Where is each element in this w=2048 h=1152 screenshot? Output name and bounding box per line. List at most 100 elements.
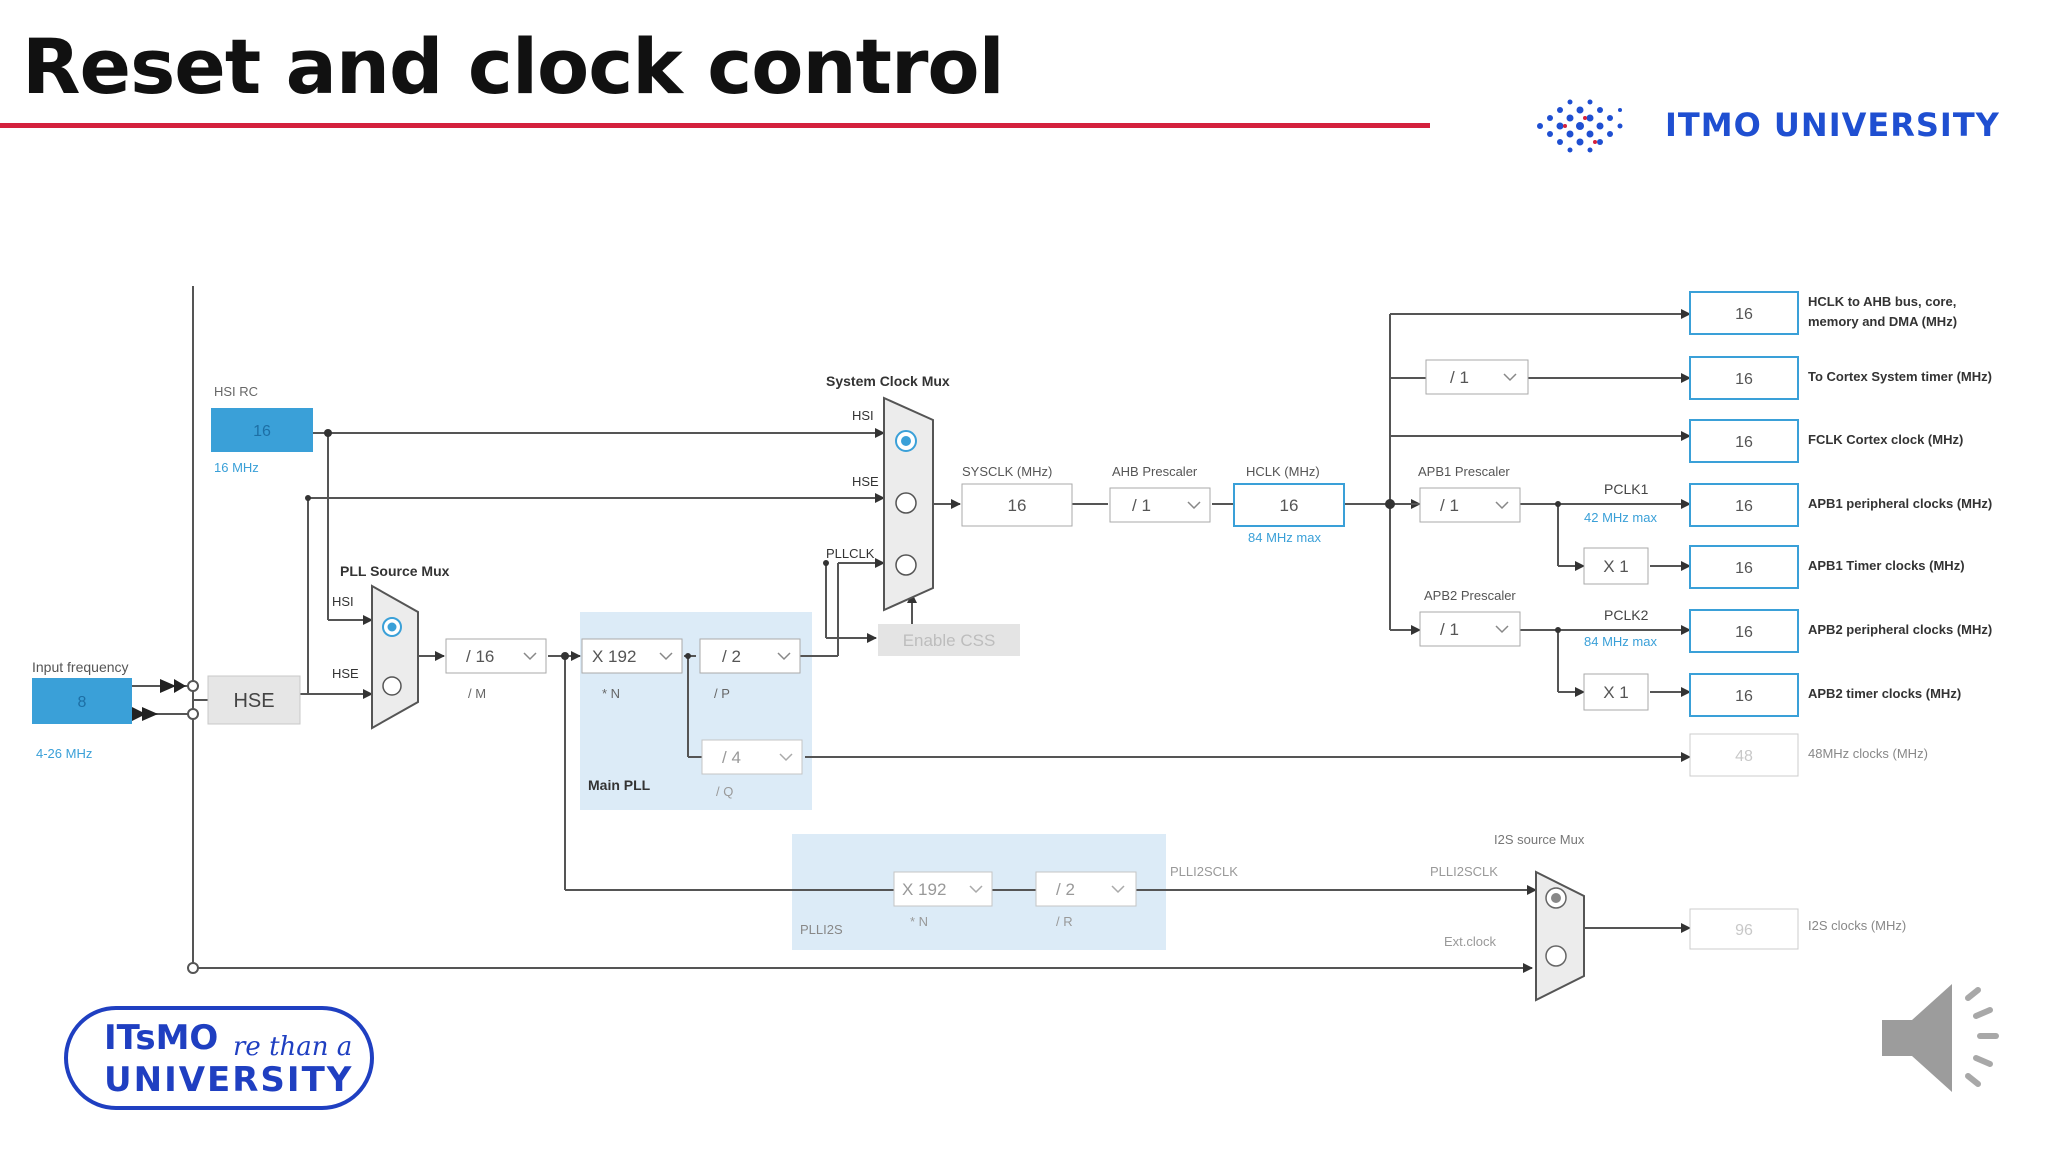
- pll-n-label: * N: [602, 686, 620, 701]
- hclk-field[interactable]: [1233, 483, 1345, 527]
- badge-line-2: re than a: [233, 1032, 353, 1062]
- output-clock-field[interactable]: [1689, 673, 1799, 717]
- plli2s-n-select[interactable]: [893, 871, 993, 907]
- input-frequency-label: Input frequency: [32, 659, 129, 675]
- itmo-dots-logo-icon: [1537, 99, 1623, 153]
- chevron-down-icon: [1111, 885, 1125, 894]
- apb1-prescaler-value: / 1: [1440, 496, 1459, 515]
- output-clock-value: 16: [1735, 688, 1753, 705]
- chevron-down-icon: [1495, 625, 1509, 634]
- sysmux-hse-radio[interactable]: [895, 492, 917, 514]
- hsi-rc-sub: 16 MHz: [214, 460, 259, 475]
- div-m-label: / M: [468, 686, 486, 701]
- sysclk-value: 16: [1008, 496, 1027, 515]
- badge-line-3: UNIVERSITY: [104, 1060, 354, 1100]
- pll-p-label: / P: [714, 686, 730, 701]
- pll-mux-in-hse: HSE: [332, 666, 359, 681]
- i2s-mux-in-pll: PLLI2SCLK: [1430, 864, 1498, 879]
- output-clock-list: 16 HCLK to AHB bus, core, memory and DMA (…: [1689, 291, 1992, 777]
- output-clock-label: 48MHz clocks (MHz): [1808, 746, 1928, 761]
- pll-p-select[interactable]: [699, 638, 801, 674]
- div-m-select[interactable]: [445, 638, 547, 674]
- apb1-prescaler-select[interactable]: [1419, 487, 1521, 523]
- output-clock-field[interactable]: [1689, 419, 1799, 463]
- sysmux-in-hse: HSE: [852, 474, 879, 489]
- input-frequency-field[interactable]: [32, 678, 132, 724]
- pll-q-value: / 4: [722, 748, 741, 767]
- chevron-down-icon: [1495, 501, 1509, 510]
- output-clock-field[interactable]: [1689, 733, 1799, 777]
- sysmux-pllclk-radio[interactable]: [895, 554, 917, 576]
- enable-css-button[interactable]: [878, 624, 1020, 656]
- cortex-timer-div-value: / 1: [1450, 368, 1469, 387]
- apb2-timer-mult-value: X 1: [1603, 683, 1629, 702]
- pll-n-value: X 192: [592, 647, 636, 666]
- chevron-down-icon: [659, 652, 673, 661]
- sysclk-label: SYSCLK (MHz): [962, 464, 1052, 479]
- pll-n-select[interactable]: [581, 638, 683, 674]
- cortex-timer-div-select[interactable]: [1425, 359, 1529, 395]
- output-clock-field[interactable]: [1689, 609, 1799, 653]
- ahb-prescaler-select[interactable]: [1109, 487, 1211, 523]
- output-clock-field[interactable]: [1689, 483, 1799, 527]
- apb1-prescaler-label: APB1 Prescaler: [1418, 464, 1510, 479]
- i2s-clocks-value: 96: [1735, 922, 1753, 939]
- apb1-timer-mult-value: X 1: [1603, 557, 1629, 576]
- output-clock-field[interactable]: [1689, 545, 1799, 589]
- pll-q-select[interactable]: [701, 739, 803, 775]
- hclk-value: 16: [1280, 496, 1299, 515]
- pll-p-value: / 2: [722, 647, 741, 666]
- i2s-source-mux-title: I2S source Mux: [1494, 832, 1585, 847]
- i2s-mux-ext-radio[interactable]: [1545, 945, 1567, 967]
- plli2s-n-value: X 192: [902, 880, 946, 899]
- apb2-timer-mult: [1583, 673, 1649, 711]
- output-clock-value: 16: [1735, 371, 1753, 388]
- ahb-prescaler-value: / 1: [1132, 496, 1151, 515]
- hsi-rc-label: HSI RC: [214, 384, 258, 399]
- hse-block: [207, 675, 301, 725]
- output-clock-field[interactable]: [1689, 291, 1799, 335]
- apb2-prescaler-select[interactable]: [1419, 611, 1521, 647]
- apb2-prescaler-value: / 1: [1440, 620, 1459, 639]
- hse-block-label: HSE: [233, 690, 274, 712]
- chevron-down-icon: [523, 652, 537, 661]
- i2s-mux-in-ext: Ext.clock: [1444, 934, 1497, 949]
- chevron-down-icon: [1187, 501, 1201, 510]
- speaker-icon[interactable]: [1876, 978, 2016, 1098]
- output-clock-label: APB1 peripheral clocks (MHz): [1808, 496, 1992, 511]
- sysmux-in-hsi: HSI: [852, 408, 874, 423]
- plli2sclk-label: PLLI2SCLK: [1170, 864, 1238, 879]
- output-clock-label: APB1 Timer clocks (MHz): [1808, 558, 1965, 573]
- chevron-down-icon: [1503, 373, 1517, 382]
- title-rule: [0, 123, 1430, 128]
- plli2s-label: PLLI2S: [800, 922, 843, 937]
- input-frequency-value: 8: [78, 694, 87, 711]
- apb1-timer-mult: [1583, 547, 1649, 585]
- output-clock-label-line2: memory and DMA (MHz): [1808, 314, 1957, 329]
- sysmux-in-pllclk: PLLCLK: [826, 546, 875, 561]
- pll-source-mux: [371, 584, 419, 730]
- div-m-value: / 16: [466, 647, 494, 666]
- output-clock-value: 16: [1735, 560, 1753, 577]
- input-frequency-range: 4-26 MHz: [36, 746, 92, 761]
- chevron-down-icon: [969, 885, 983, 894]
- sysclk-field: [961, 483, 1073, 527]
- pll-mux-hse-radio[interactable]: [382, 676, 402, 696]
- plli2s-r-select[interactable]: [1035, 871, 1137, 907]
- pll-source-mux-title: PLL Source Mux: [340, 563, 450, 579]
- output-clock-label: HCLK to AHB bus, core,: [1808, 294, 1956, 309]
- output-clock-label: APB2 peripheral clocks (MHz): [1808, 622, 1992, 637]
- i2s-clocks-label: I2S clocks (MHz): [1808, 918, 1906, 933]
- output-clock-label: FCLK Cortex clock (MHz): [1808, 432, 1963, 447]
- pclk2-label: PCLK2: [1604, 607, 1649, 623]
- output-clock-value: 16: [1735, 624, 1753, 641]
- output-clock-field[interactable]: [1689, 356, 1799, 400]
- output-clock-value: 16: [1735, 498, 1753, 515]
- badge-line-1: ITsMO: [104, 1018, 219, 1058]
- output-clock-label: APB2 timer clocks (MHz): [1808, 686, 1961, 701]
- itmo-more-than-a-university-logo: ITsMO re than a UNIVERSITY: [64, 1006, 374, 1110]
- i2s-clocks-field: [1689, 908, 1799, 950]
- plli2s-n-label: * N: [910, 914, 928, 929]
- output-clock-value: 48: [1735, 748, 1753, 765]
